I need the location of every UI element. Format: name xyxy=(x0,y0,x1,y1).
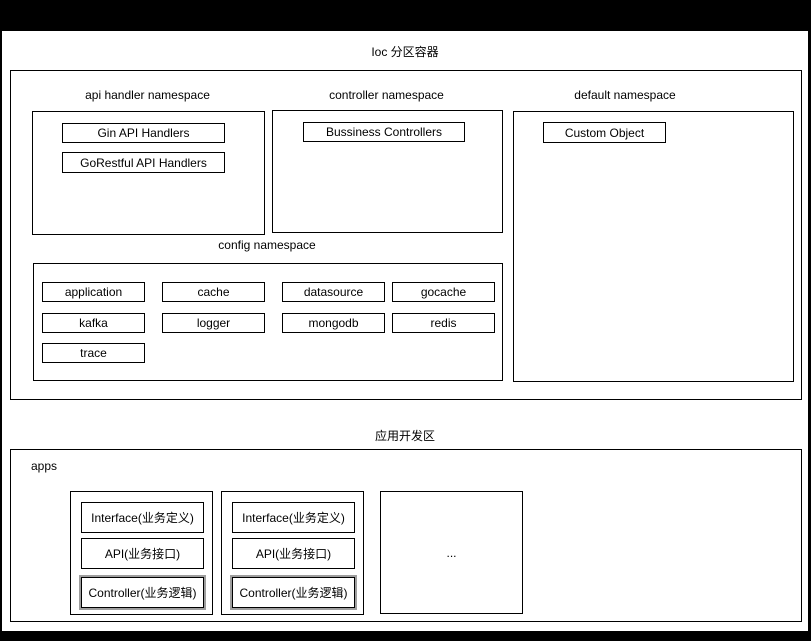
config-item-redis: redis xyxy=(392,313,495,333)
config-item-trace: trace xyxy=(42,343,145,363)
node-api: API(业务接口) xyxy=(81,538,204,569)
config-item-gocache: gocache xyxy=(392,282,495,302)
node-gorestful-api-handlers: GoRestful API Handlers xyxy=(62,152,225,173)
config-namespace-box: application cache datasource gocache kaf… xyxy=(33,263,503,381)
config-item-datasource: datasource xyxy=(282,282,385,302)
default-namespace-label: default namespace xyxy=(574,88,676,102)
apps-container: apps Interface(业务定义) API(业务接口) Controlle… xyxy=(10,449,802,622)
apps-label: apps xyxy=(31,459,58,473)
config-item-mongodb: mongodb xyxy=(282,313,385,333)
api-handler-namespace-box: Gin API Handlers GoRestful API Handlers xyxy=(32,111,265,235)
config-item-kafka: kafka xyxy=(42,313,145,333)
controller-namespace-box: Bussiness Controllers xyxy=(272,110,503,233)
node-interface: Interface(业务定义) xyxy=(81,502,204,533)
config-item-logger: logger xyxy=(162,313,265,333)
node-interface: Interface(业务定义) xyxy=(232,502,355,533)
node-custom-object: Custom Object xyxy=(543,122,666,143)
api-handler-namespace-label: api handler namespace xyxy=(85,88,210,102)
app-group-1: Interface(业务定义) API(业务接口) Controller(业务逻… xyxy=(70,491,213,615)
more-apps-placeholder-box: ... xyxy=(380,491,523,614)
ellipsis-label: ... xyxy=(446,545,457,560)
app-dev-area-title: 应用开发区 xyxy=(374,429,435,443)
config-namespace-label: config namespace xyxy=(218,238,316,252)
app-group-2: Interface(业务定义) API(业务接口) Controller(业务逻… xyxy=(221,491,364,615)
node-gin-api-handlers: Gin API Handlers xyxy=(62,123,225,143)
config-item-application: application xyxy=(42,282,145,302)
controller-namespace-label: controller namespace xyxy=(329,88,444,102)
default-namespace-box: Custom Object xyxy=(513,111,794,382)
node-api: API(业务接口) xyxy=(232,538,355,569)
node-bussiness-controllers: Bussiness Controllers xyxy=(303,122,465,142)
config-item-cache: cache xyxy=(162,282,265,302)
diagram-canvas: Ioc 分区容器 api handler namespace Gin API H… xyxy=(2,31,808,631)
node-controller: Controller(业务逻辑) xyxy=(79,575,206,610)
ioc-container-title: Ioc 分区容器 xyxy=(371,45,439,59)
ioc-partition-container: api handler namespace Gin API Handlers G… xyxy=(10,70,802,400)
node-controller: Controller(业务逻辑) xyxy=(230,575,357,610)
